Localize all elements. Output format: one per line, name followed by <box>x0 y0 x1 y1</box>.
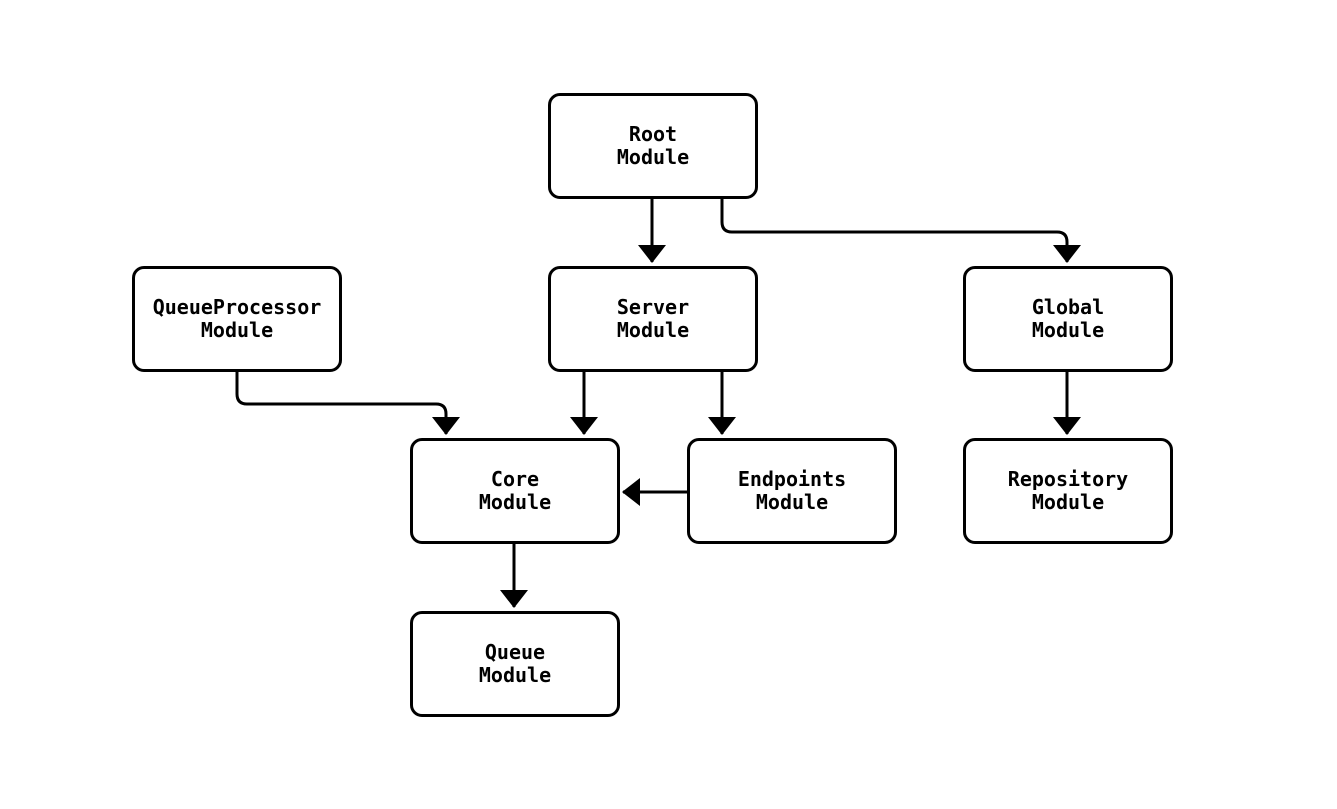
node-server-module: Server Module <box>548 266 758 372</box>
node-label: Queue <box>484 640 546 664</box>
node-label: Module <box>200 318 274 342</box>
node-root-module: Root Module <box>548 93 758 199</box>
node-core-module: Core Module <box>410 438 620 544</box>
node-label: Module <box>478 663 552 687</box>
node-label: QueueProcessor <box>152 295 322 319</box>
node-label: Global <box>1031 295 1105 319</box>
node-label: Server <box>616 295 690 319</box>
node-label: Module <box>1031 490 1105 514</box>
node-queue-processor-module: QueueProcessor Module <box>132 266 342 372</box>
node-label: Module <box>755 490 829 514</box>
node-label: Module <box>616 318 690 342</box>
node-repository-module: Repository Module <box>963 438 1173 544</box>
node-label: Module <box>616 145 690 169</box>
node-label: Core <box>490 467 540 491</box>
node-queue-module: Queue Module <box>410 611 620 717</box>
node-global-module: Global Module <box>963 266 1173 372</box>
node-endpoints-module: Endpoints Module <box>687 438 897 544</box>
edge-root-to-global <box>720 198 1081 263</box>
node-label: Endpoints <box>737 467 847 491</box>
node-label: Root <box>628 122 678 146</box>
edge-queue-processor-to-core <box>235 371 460 435</box>
node-label: Module <box>478 490 552 514</box>
node-label: Repository <box>1007 467 1129 491</box>
node-label: Module <box>1031 318 1105 342</box>
